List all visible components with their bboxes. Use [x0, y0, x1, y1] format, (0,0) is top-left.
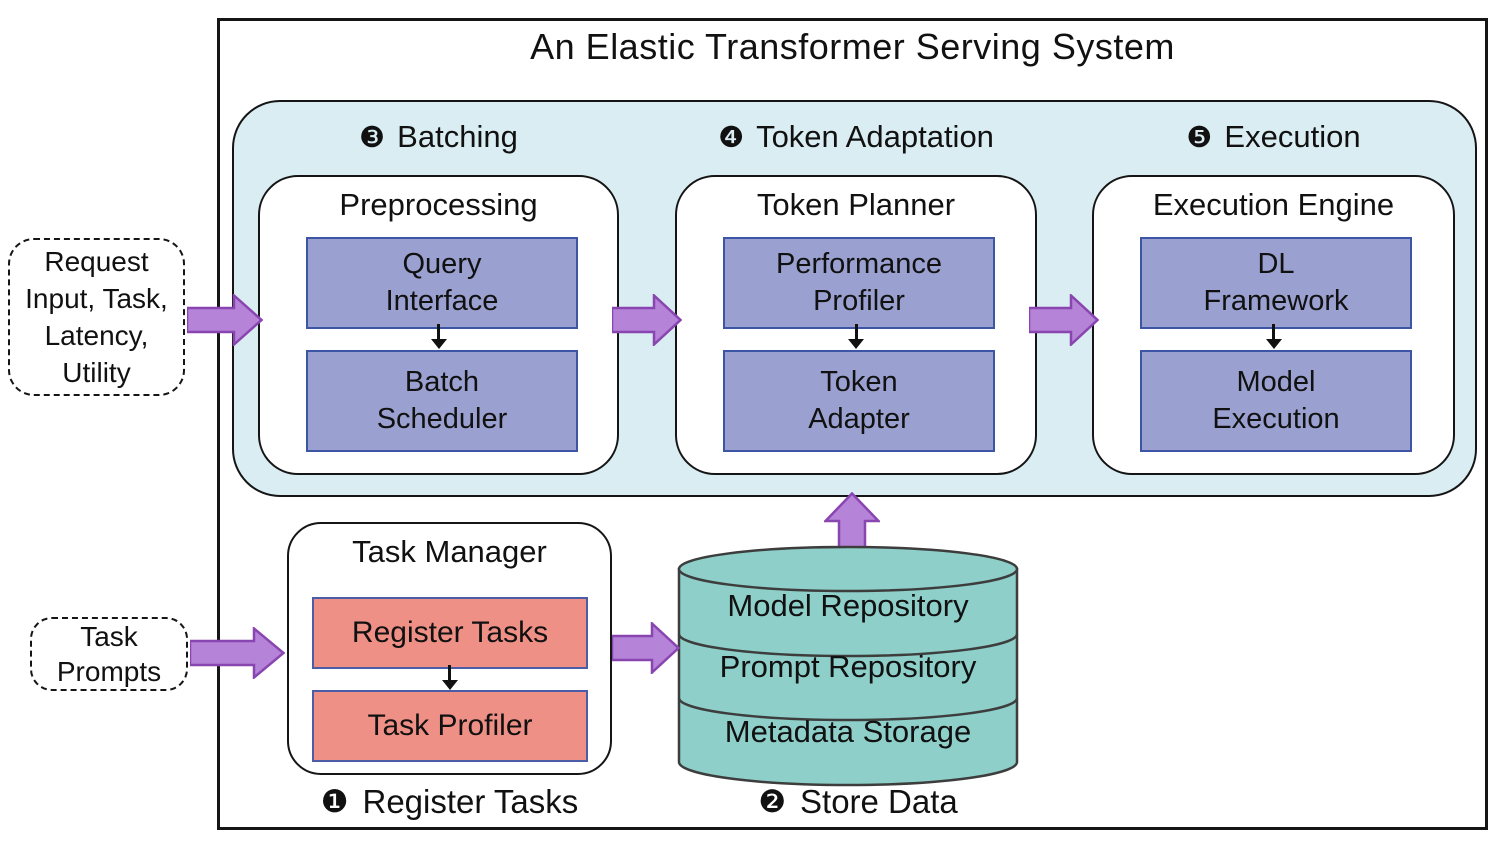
module-text-line: Task Profiler: [367, 709, 533, 742]
query-interface-module: Query Interface: [306, 237, 578, 329]
module-text-line: Interface: [385, 285, 499, 317]
task-prompts-box: Task Prompts: [30, 617, 188, 691]
database-cylinder-icon: [677, 545, 1019, 787]
module-text-line: Scheduler: [376, 403, 508, 435]
dl-framework-module: DL Framework: [1140, 237, 1412, 329]
stage-label-text: Token Adaptation: [756, 119, 994, 154]
register-tasks-module: Register Tasks: [312, 597, 588, 669]
diagram-title: An Elastic Transformer Serving System: [530, 26, 1175, 67]
batch-scheduler-module: Batch Scheduler: [306, 350, 578, 452]
datastore-cylinder: Model Repository Prompt Repository Metad…: [676, 544, 1020, 788]
step-4-badge: ❹: [718, 121, 745, 154]
performance-profiler-module: Performance Profiler: [723, 237, 995, 329]
request-text-line: Latency,: [44, 320, 149, 351]
connector-arrowhead-icon: [1265, 339, 1282, 349]
stage-label-batching: ❸ Batching: [258, 112, 619, 162]
module-text-line: Profiler: [813, 285, 905, 317]
stage-label-execution: ❺ Execution: [1092, 112, 1455, 162]
module-text-line: Token: [820, 366, 898, 398]
connector-arrowhead-icon: [441, 680, 458, 690]
preprocessing-box: Preprocessing Query Interface Batch Sche…: [258, 175, 619, 475]
token-planner-title: Token Planner: [756, 187, 956, 222]
connector-line: [1272, 324, 1275, 339]
prompts-text-line: Prompts: [56, 656, 162, 687]
connector-line: [854, 324, 858, 339]
module-text-line: Register Tasks: [351, 616, 549, 649]
stage-label-text: Execution: [1224, 119, 1361, 154]
token-planner-box: Token Planner Performance Profiler Token…: [675, 175, 1037, 475]
down-arrow-connector: [441, 665, 458, 690]
adaptation-to-execution-arrow-icon: [1029, 294, 1099, 346]
stage-label-text: Batching: [397, 119, 518, 154]
footnote-register-tasks: ❶ Register Tasks: [287, 783, 612, 821]
module-text-line: Execution: [1212, 403, 1340, 435]
batching-to-adaptation-arrow-icon: [612, 294, 682, 346]
request-text-line: Request: [44, 246, 149, 277]
request-flow-arrow-icon: [187, 294, 263, 346]
execution-engine-title: Execution Engine: [1152, 187, 1395, 222]
task-profiler-module: Task Profiler: [312, 690, 588, 762]
down-arrow-connector: [1265, 324, 1282, 350]
request-text-line: Input, Task,: [25, 283, 168, 314]
module-text-line: Query: [402, 248, 482, 280]
prompts-text-line: Task: [80, 621, 138, 652]
stage-label-token-adaptation: ❹ Token Adaptation: [675, 112, 1037, 162]
model-execution-module: Model Execution: [1140, 350, 1412, 452]
execution-engine-box: Execution Engine DL Framework Model Exec…: [1092, 175, 1455, 475]
module-text-line: Batch: [404, 366, 480, 398]
prompts-to-task-manager-arrow-icon: [190, 627, 285, 679]
datastore-layer-prompt-repository: Prompt Repository: [719, 649, 977, 684]
task-manager-box: Task Manager Register Tasks Task Profile…: [287, 522, 612, 775]
task-manager-title: Task Manager: [352, 534, 547, 569]
module-text-line: DL: [1257, 248, 1295, 280]
step-2-badge: ❷: [758, 784, 787, 819]
footnote-text: Register Tasks: [362, 783, 579, 820]
task-manager-to-datastore-arrow-icon: [612, 622, 680, 674]
module-text-line: Adapter: [808, 403, 910, 435]
datastore-layer-metadata-storage: Metadata Storage: [724, 714, 972, 749]
preprocessing-title: Preprocessing: [339, 187, 538, 222]
connector-line: [437, 324, 440, 339]
module-text-line: Framework: [1203, 285, 1349, 317]
footnote-text: Store Data: [800, 783, 958, 820]
datastore-layer-model-repository: Model Repository: [727, 588, 969, 623]
connector-line: [448, 665, 451, 680]
token-adapter-module: Token Adapter: [723, 350, 995, 452]
module-text-line: Performance: [775, 248, 942, 280]
step-5-badge: ❺: [1186, 121, 1213, 154]
footnote-store-data: ❷ Store Data: [686, 783, 1030, 821]
step-3-badge: ❸: [359, 121, 386, 154]
down-arrow-connector: [430, 324, 447, 350]
down-arrow-connector: [848, 324, 864, 350]
request-input-box: Request Input, Task, Latency, Utility: [8, 238, 185, 396]
connector-arrowhead-icon: [848, 339, 864, 349]
module-text-line: Model: [1236, 366, 1316, 398]
request-text-line: Utility: [62, 357, 131, 388]
step-1-badge: ❶: [320, 784, 349, 819]
connector-arrowhead-icon: [430, 339, 447, 349]
